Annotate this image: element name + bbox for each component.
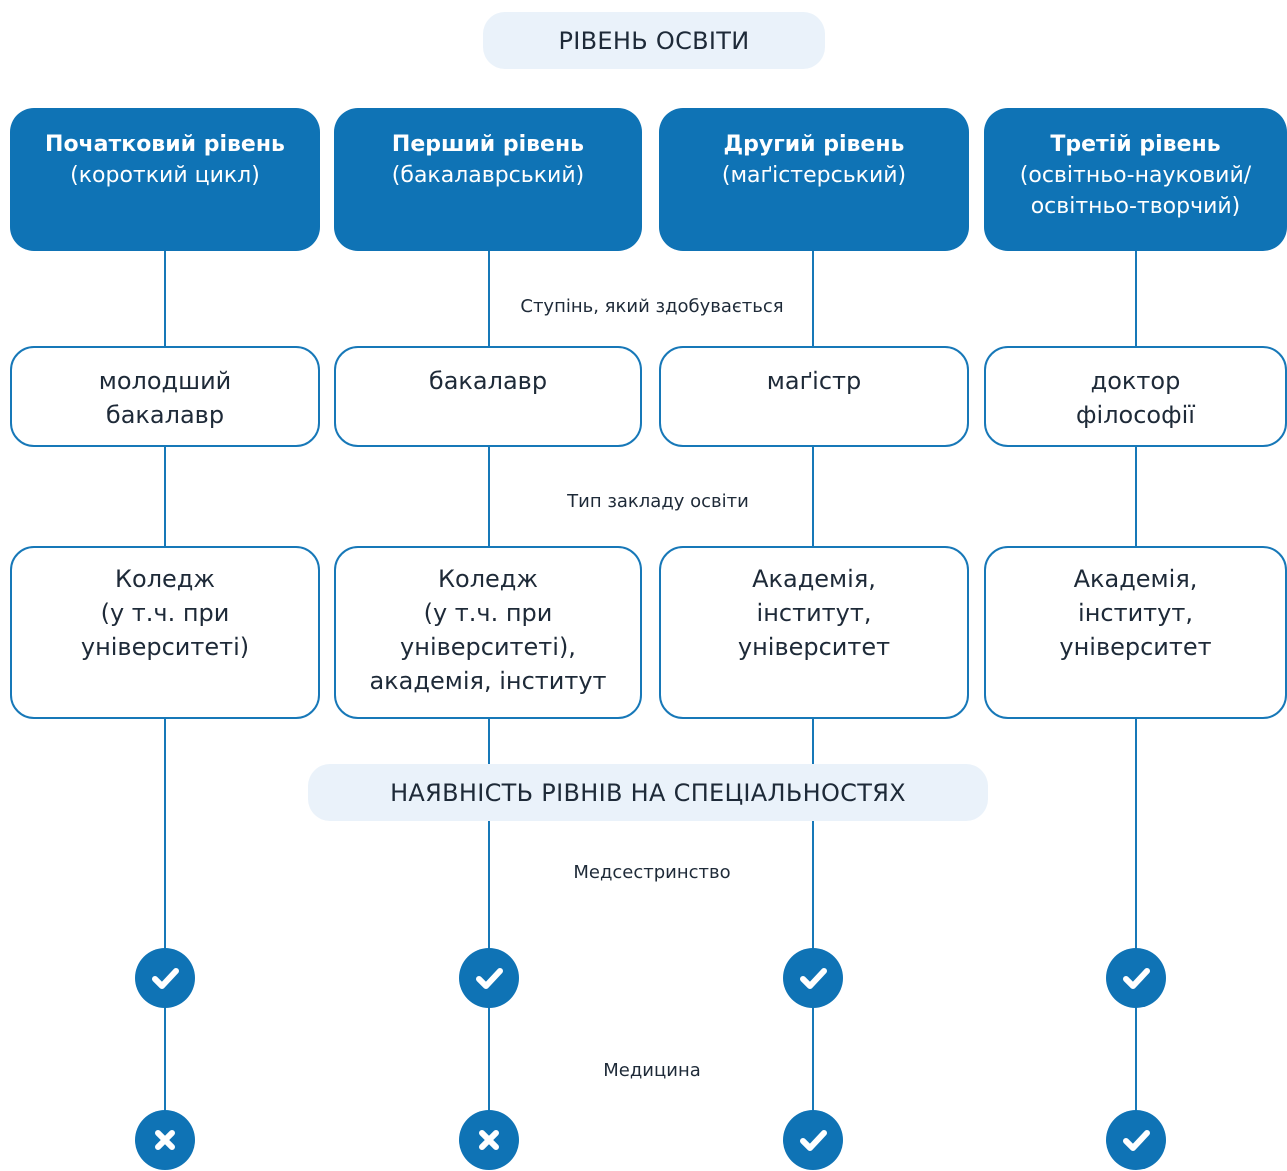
check-icon bbox=[1106, 948, 1166, 1008]
degree-box-third: доктор філософії bbox=[984, 346, 1287, 447]
degree-box-initial: молодший бакалавр bbox=[10, 346, 320, 447]
level-header-first: Перший рівень (бакалаврський) bbox=[334, 108, 642, 251]
level-header-second: Другий рівень (маґістерський) bbox=[659, 108, 969, 251]
check-icon bbox=[783, 1110, 843, 1170]
level-title: Третій рівень bbox=[1050, 132, 1221, 157]
degree-label: Ступінь, який здобувається bbox=[520, 296, 784, 317]
cross-icon bbox=[459, 1110, 519, 1170]
institution-type-label: Тип закладу освіти bbox=[567, 491, 749, 512]
level-title: Початковий рівень bbox=[45, 132, 285, 157]
level-subtitle: (маґістерський) bbox=[721, 163, 907, 188]
degree-box-first: бакалавр bbox=[334, 346, 642, 447]
level-subtitle: (короткий цикл) bbox=[70, 163, 260, 188]
institution-box-third: Академія, інститут, університет bbox=[984, 546, 1287, 719]
availability-title: НАЯВНІСТЬ РІВНІВ НА СПЕЦІАЛЬНОСТЯХ bbox=[308, 764, 988, 821]
level-subtitle: (бакалаврський) bbox=[391, 163, 585, 188]
specialty-label-nursing: Медсестринство bbox=[573, 862, 731, 883]
level-header-initial: Початковий рівень (короткий цикл) bbox=[10, 108, 320, 251]
cross-icon bbox=[135, 1110, 195, 1170]
level-title: Перший рівень bbox=[391, 132, 585, 157]
education-level-title: РІВЕНЬ ОСВІТИ bbox=[483, 12, 825, 69]
institution-box-first: Коледж (у т.ч. при університеті), академ… bbox=[334, 546, 642, 719]
specialty-label-medicine: Медицина bbox=[603, 1060, 701, 1081]
check-icon bbox=[1106, 1110, 1166, 1170]
level-subtitle: (освітньо-науковий/ освітньо-творчий) bbox=[1019, 163, 1252, 219]
level-header-third: Третій рівень (освітньо-науковий/ освітн… bbox=[984, 108, 1287, 251]
degree-box-second: маґістр bbox=[659, 346, 969, 447]
institution-box-second: Академія, інститут, університет bbox=[659, 546, 969, 719]
check-icon bbox=[459, 948, 519, 1008]
check-icon bbox=[135, 948, 195, 1008]
institution-box-initial: Коледж (у т.ч. при університеті) bbox=[10, 546, 320, 719]
check-icon bbox=[783, 948, 843, 1008]
level-title: Другий рівень bbox=[723, 132, 905, 157]
